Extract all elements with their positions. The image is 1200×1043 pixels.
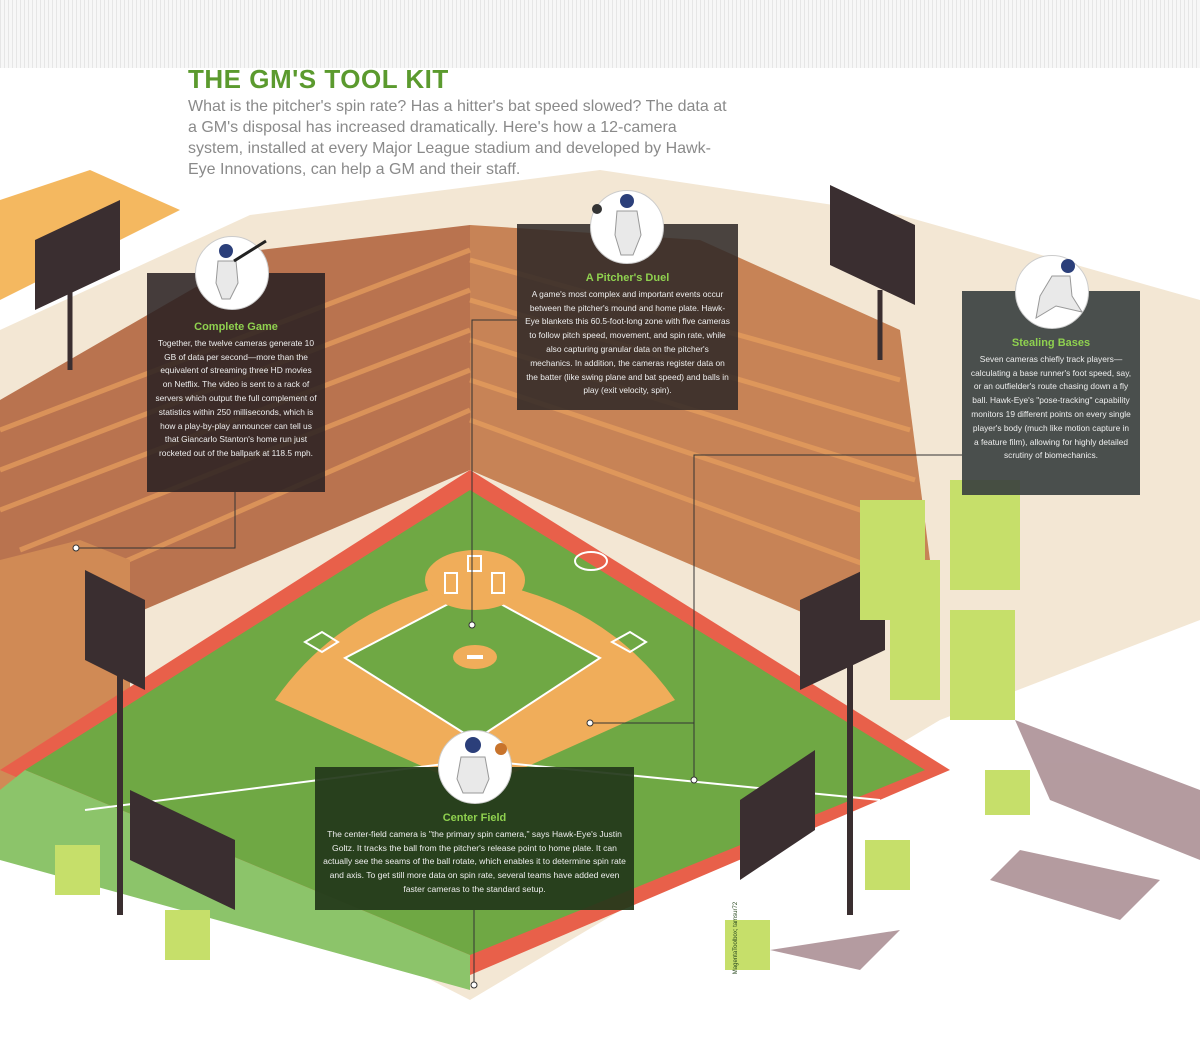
light-tower-left xyxy=(35,200,120,370)
runner-icon xyxy=(1015,255,1089,329)
catcher-icon xyxy=(438,730,512,804)
green-blocks xyxy=(55,480,1030,970)
pitcher-icon xyxy=(590,190,664,264)
callout-title: A Pitcher's Duel xyxy=(585,272,670,284)
light-tower-right xyxy=(830,185,915,360)
scoreboards xyxy=(85,560,885,915)
batter-icon xyxy=(195,236,269,310)
page-title: THE GM'S TOOL KIT xyxy=(188,64,449,94)
callout-title: Stealing Bases xyxy=(1011,337,1091,349)
callout-complete-game: Complete Game Together, the twelve camer… xyxy=(147,273,325,492)
callout-body: Together, the twelve cameras generate 10… xyxy=(155,337,317,459)
callout-body: The center-field camera is "the primary … xyxy=(323,828,626,894)
callout-title: Center Field xyxy=(442,812,507,824)
header-pattern xyxy=(0,0,1200,68)
home-plate-area xyxy=(425,550,525,610)
callout-title: Complete Game xyxy=(194,321,278,333)
image-credit: MagentaToolbox; tamsur72 xyxy=(733,901,740,975)
intro-text: What is the pitcher's spin rate? Has a h… xyxy=(188,98,727,178)
callout-body: A game's most complex and important even… xyxy=(525,288,730,396)
callout-body: Seven cameras chiefly track players—calc… xyxy=(970,353,1132,461)
shadows xyxy=(770,720,1200,970)
leader-lines xyxy=(72,319,962,989)
